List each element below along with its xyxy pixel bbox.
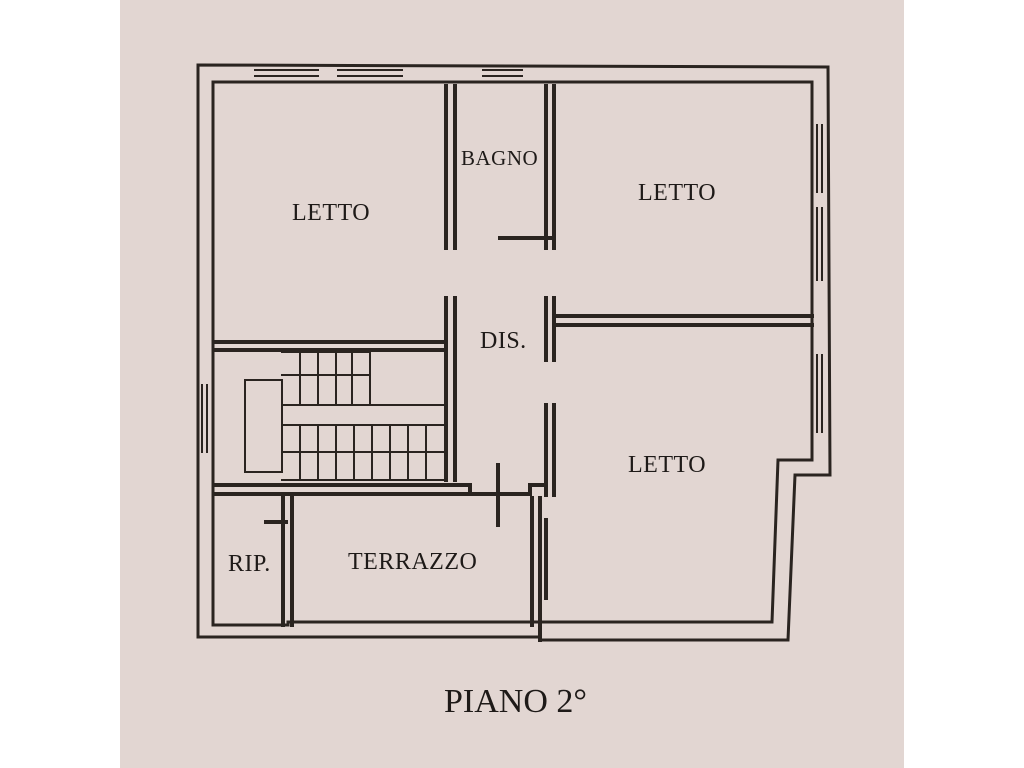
room-label-letto-nw: LETTO (292, 200, 371, 226)
floor-title: PIANO 2° (444, 683, 587, 720)
interior-walls (214, 84, 814, 642)
room-label-letto-ne: LETTO (638, 180, 717, 206)
outer-wall (196, 63, 832, 642)
room-label-bagno: BAGNO (461, 146, 539, 170)
room-label-terrazzo: TERRAZZO (348, 549, 478, 575)
room-label-letto-se: LETTO (628, 452, 707, 478)
window-marks (201, 69, 823, 453)
outer-wall-inner (211, 80, 814, 627)
staircase (244, 351, 446, 481)
room-label-rip: RIP. (228, 551, 271, 577)
room-label-dis: DIS. (480, 328, 527, 354)
